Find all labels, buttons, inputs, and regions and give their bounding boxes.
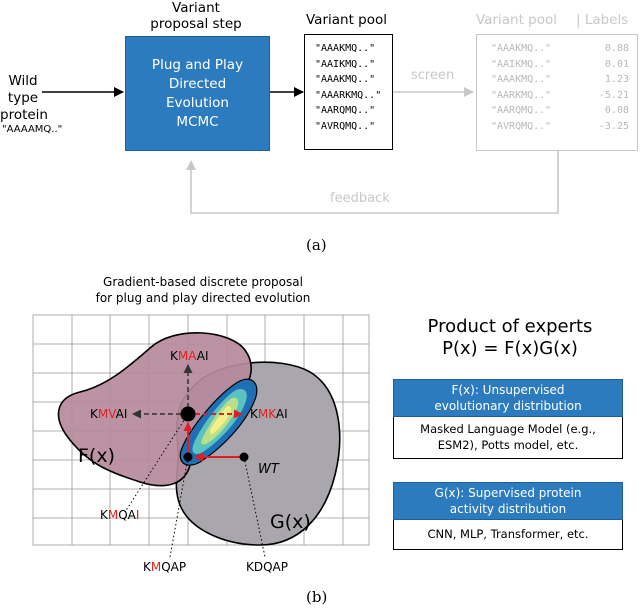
sequence-segment: M [151, 560, 161, 574]
screen-label: screen [411, 68, 455, 83]
sequence-segment: K [143, 560, 152, 574]
seq-kmqai: KMQAI [100, 508, 139, 522]
sequence-segment: QA [118, 508, 136, 522]
node-wt [239, 452, 249, 462]
labeled-pool-box: "AAAKMQ.." "AAIKMQ.." "AAAKMQ.." "AARKMQ.."… [476, 34, 638, 151]
fx-expert-body: Masked Language Model (e.g., ESM2), Pott… [393, 417, 623, 459]
labeled-sequence: "AARQMQ.." [491, 105, 552, 116]
wt-label: WT [258, 462, 280, 477]
mcmc-line4: MCMC [176, 113, 219, 130]
fx-header-line2: evolutionary distribution [434, 399, 582, 413]
labeled-sequence: "AARKMQ.." [491, 89, 552, 101]
labels-list: 0.88 0.01 1.23 -5.21 0.08 -3.25 [599, 41, 629, 134]
overlap-heatmap-core [209, 406, 232, 434]
node-kmqap [183, 452, 193, 462]
labeled-sequence-list: "AAAKMQ.." "AAIKMQ.." "AAAKMQ.." "AARKMQ.."… [491, 41, 551, 134]
pool-sequence: "AVRQMQ.." [315, 120, 376, 132]
variant-pool-title: Variant pool [306, 12, 388, 28]
fx-body-line2: ESM2), Potts model, etc. [437, 438, 579, 452]
seq-kdqap: KDQAP [246, 560, 288, 574]
poe-formula: P(x) = F(x)G(x) [442, 338, 578, 359]
sequence-segment: MA [178, 349, 197, 363]
feedback-arrow [186, 151, 559, 214]
labeled-sequence: "AAIKMQ.." [491, 58, 552, 70]
fx-expert-card: F(x): Unsupervised evolutionary distribu… [393, 379, 623, 459]
feedback-label: feedback [330, 191, 390, 206]
labeled-sequence: "AVRQMQ.." [491, 120, 552, 132]
variant-pool-list: "AAAKMQ.." "AAIKMQ.." "AAAKMQ.." "AAARKMQ..… [315, 41, 381, 134]
variant-pool-box: "AAAKMQ.." "AAIKMQ.." "AAAKMQ.." "AAARKMQ..… [304, 34, 393, 150]
sequence-segment: MV [98, 407, 117, 421]
proposal-title-line2: proposal step [150, 16, 242, 32]
wild-type-sequence: "AAAAMQ.." [2, 124, 63, 135]
current-state-node [180, 406, 196, 422]
sequence-segment: AI [197, 349, 209, 363]
pool-sequence: "AARQMQ.." [315, 105, 376, 116]
seq-kmvai: KMVAI [90, 407, 127, 421]
leader-lines [124, 413, 266, 558]
gx-expert-header: G(x): Supervised protein activity distri… [393, 482, 623, 520]
gx-expert-body: CNN, MLP, Transformer, etc. [393, 520, 623, 550]
mcmc-line2: Directed [168, 75, 227, 92]
product-of-experts: Product of experts P(x) = F(x)G(x) [392, 316, 628, 360]
labeled-pool-title: Variant pool [476, 12, 558, 28]
gradient-title-line1: Gradient-based discrete proposal [103, 275, 303, 289]
proposal-step-title: Variant proposal step [120, 0, 272, 32]
fx-distribution-region [57, 331, 252, 487]
sequence-segment: MK [258, 407, 277, 421]
pool-sequence: "AAARKMQ.." [315, 89, 382, 101]
label-value: 1.23 [604, 74, 629, 85]
pool-sequence: "AAAKMQ.." [315, 43, 376, 54]
labeled-sequence: "AAAKMQ.." [491, 43, 552, 54]
sequence-segment: K [90, 407, 99, 421]
poe-title: Product of experts [427, 316, 593, 337]
mcmc-box: Plug and Play Directed Evolution MCMC [125, 36, 270, 151]
fx-expert-header: F(x): Unsupervised evolutionary distribu… [393, 379, 623, 417]
fx-header-line1: F(x): Unsupervised [451, 383, 565, 397]
wild-type-line2: protein [0, 107, 48, 123]
fx-body-line1: Masked Language Model (e.g., [420, 422, 596, 436]
fx-label: F(x) [78, 445, 115, 467]
sequence-segment: K [100, 508, 109, 522]
energy-landscape: F(x) G(x) WT KMAAI KMVAI KMKAI KMQAI KMQ… [32, 314, 370, 574]
mcmc-line3: Evolution [166, 94, 229, 111]
caption-a: (a) [306, 236, 327, 254]
sequence-segment: AI [116, 407, 128, 421]
gradient-proposal-title: Gradient-based discrete proposal for plu… [38, 274, 368, 306]
gx-header-line2: activity distribution [449, 502, 567, 516]
seq-kmkai: KMKAI [250, 407, 288, 421]
gradient-title-line2: for plug and play directed evolution [95, 291, 311, 305]
label-value: -3.25 [598, 120, 629, 132]
mcmc-line1: Plug and Play [151, 56, 244, 73]
seq-kmqap: KMQAP [143, 560, 186, 574]
panel-a-connectors [42, 87, 559, 214]
labels-title: | Labels [576, 12, 629, 28]
label-value: 0.88 [604, 43, 629, 54]
gx-label: G(x) [270, 511, 311, 533]
label-value: 0.08 [604, 105, 629, 116]
sequence-segment: M [108, 508, 118, 522]
seq-kmaai: KMAAI [170, 349, 209, 363]
pool-sequence: "AAAKMQ.." [315, 74, 376, 85]
sequence-segment: K [170, 349, 179, 363]
proposal-title-line1: Variant [172, 0, 220, 16]
sequence-segment: AI [276, 407, 288, 421]
sequence-segment: QAP [161, 560, 186, 574]
label-value: 0.01 [604, 58, 629, 70]
sequence-segment: K [250, 407, 259, 421]
wild-type-line1: Wild type [7, 73, 39, 106]
labeled-sequence: "AAAKMQ.." [491, 74, 552, 85]
sequence-segment: I [136, 508, 140, 522]
pool-sequence: "AAIKMQ.." [315, 58, 376, 70]
gx-expert-card: G(x): Supervised protein activity distri… [393, 482, 623, 550]
gx-header-line1: G(x): Supervised protein [434, 486, 582, 500]
caption-b: (b) [306, 588, 328, 606]
wild-type-label: Wild type protein [0, 73, 48, 124]
label-value: -5.21 [598, 89, 629, 101]
